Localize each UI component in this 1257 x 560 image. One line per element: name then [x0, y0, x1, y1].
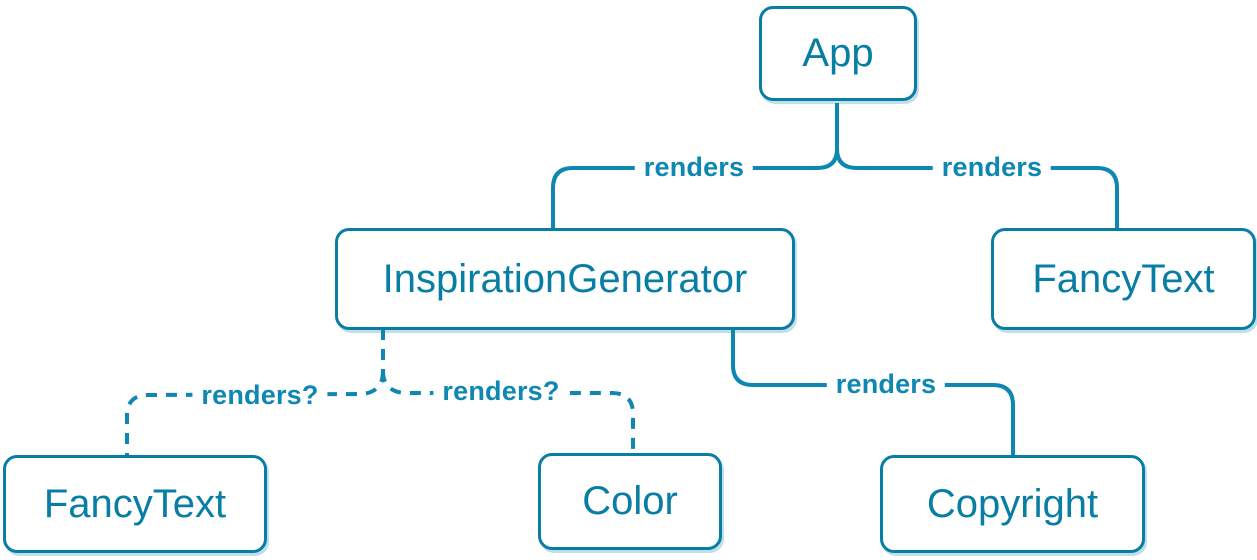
node-fancy-text-top: FancyText	[991, 228, 1256, 330]
node-color-label: Color	[582, 479, 678, 523]
node-inspiration-generator: InspirationGenerator	[335, 228, 795, 330]
edge-label-renders-copyright: renders	[826, 369, 946, 400]
node-inspiration-generator-label: InspirationGenerator	[382, 256, 748, 301]
edge-inspiration-generator-to-color	[381, 370, 635, 454]
edge-label-renders-app-inspiration-generator: renders	[634, 152, 754, 183]
node-copyright-label: Copyright	[926, 481, 1099, 526]
node-app: App	[759, 6, 917, 101]
node-fancy-text-bottom-label: FancyText	[43, 481, 227, 526]
edge-label-renders-app-fancy-text: renders	[932, 152, 1052, 183]
node-color: Color	[538, 453, 722, 550]
node-fancy-text-top-label: FancyText	[1032, 256, 1215, 301]
node-copyright: Copyright	[880, 455, 1145, 553]
edge-app-to-inspiration-generator	[551, 148, 839, 229]
edge-label-renders-question-fancy-text: renders?	[192, 380, 328, 411]
edge-label-renders-question-color: renders?	[433, 376, 569, 407]
edge-inspiration-generator-to-fancy-text	[125, 370, 385, 456]
edge-app-to-fancy-text	[835, 148, 1119, 229]
node-app-label: App	[802, 31, 874, 75]
node-fancy-text-bottom: FancyText	[3, 455, 267, 553]
